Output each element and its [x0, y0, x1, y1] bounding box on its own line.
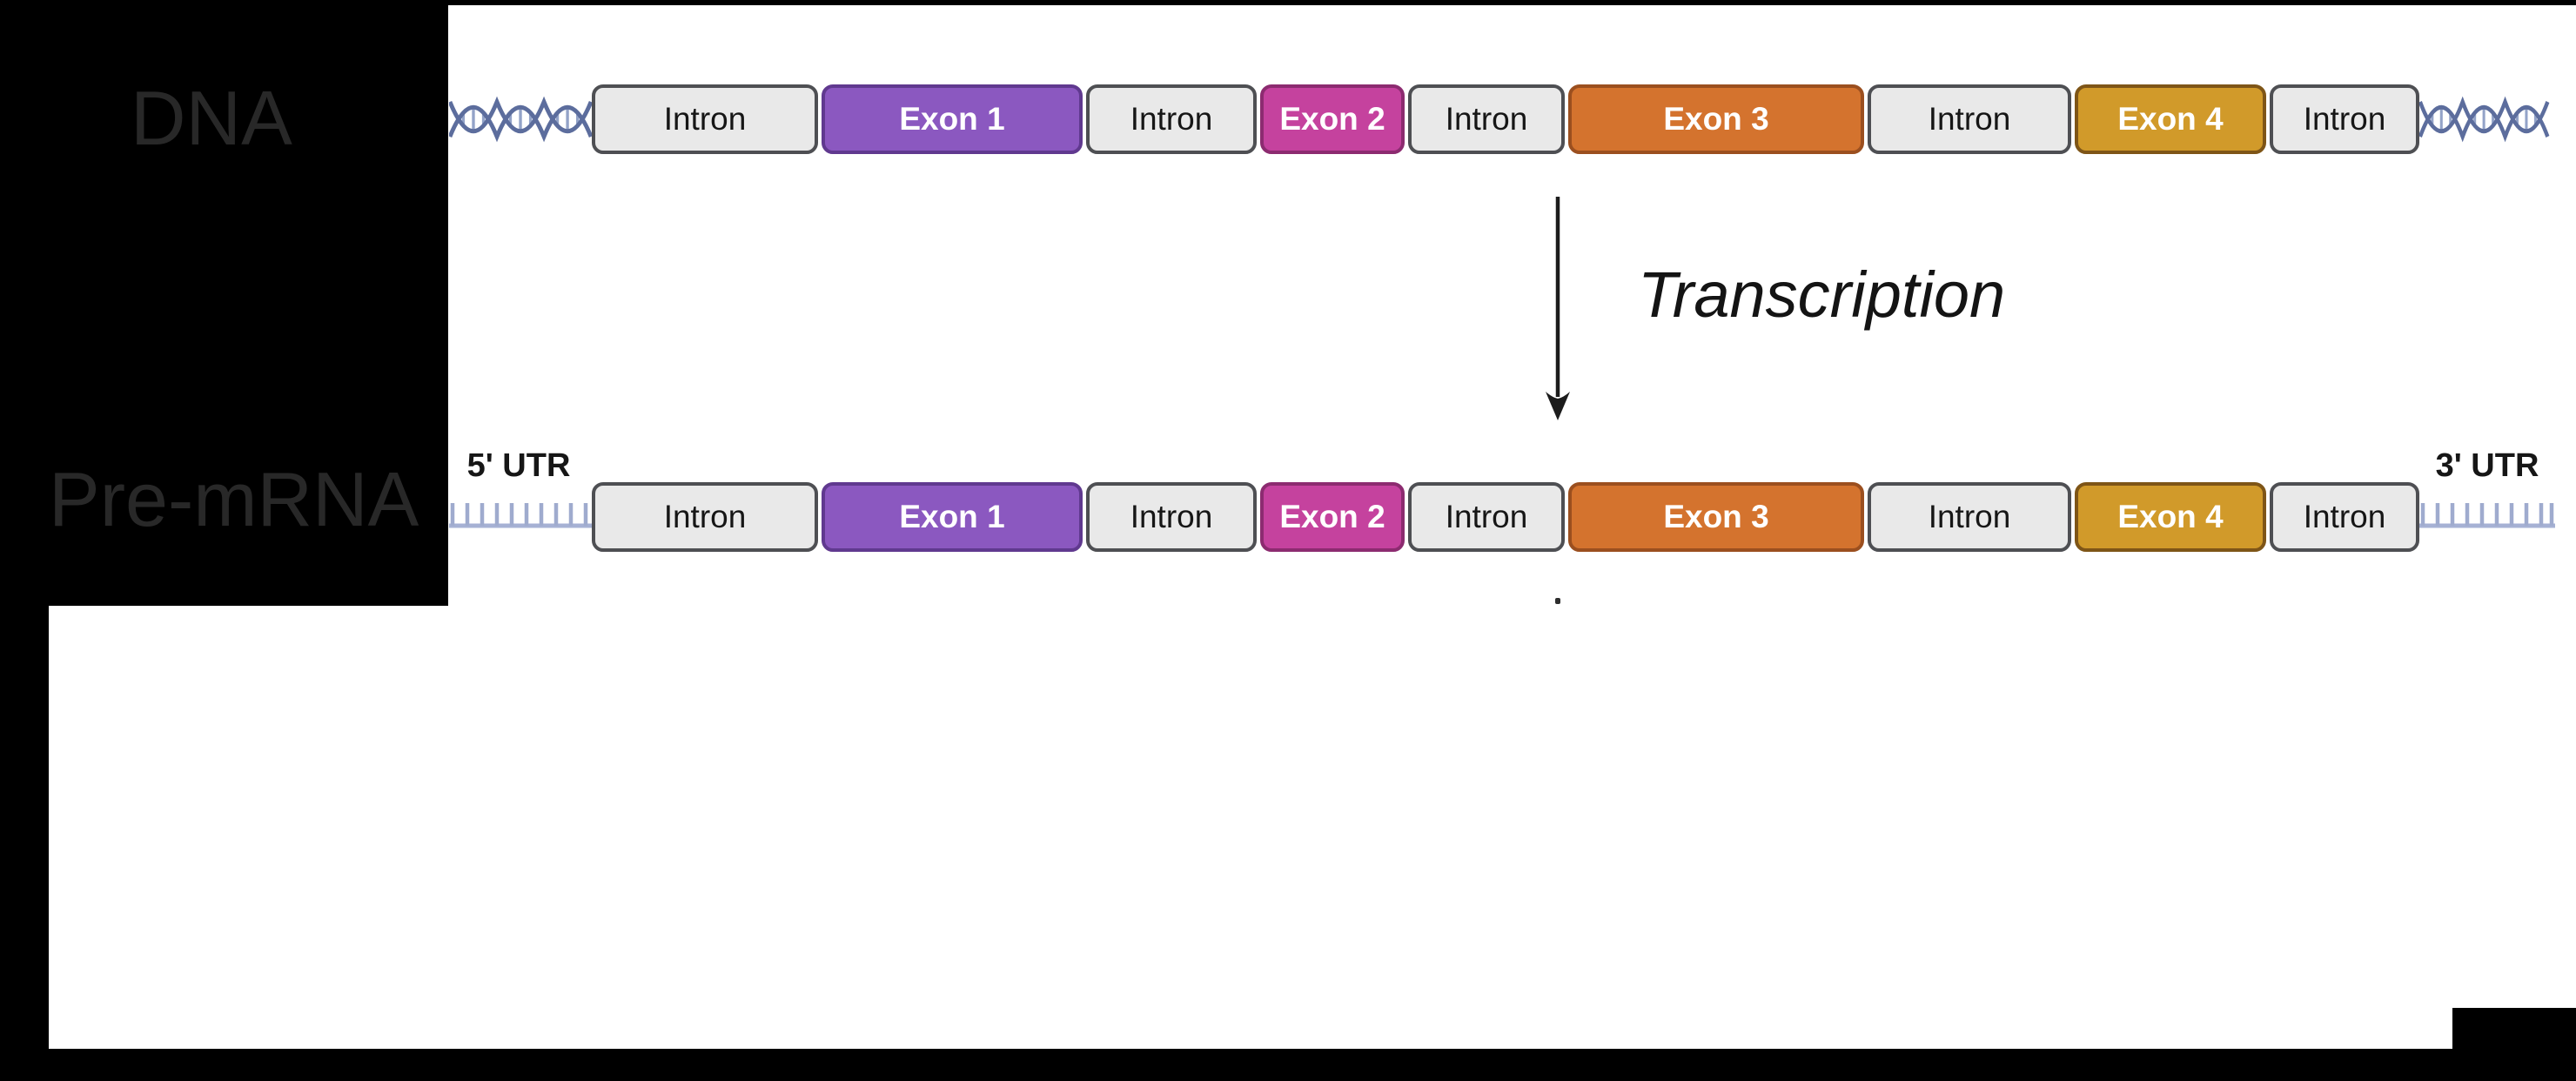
dna-helix-left-icon: [449, 96, 594, 143]
helix-strand: [2419, 105, 2550, 143]
intron-box: Intron: [1408, 482, 1565, 552]
segment-label: Exon 1: [899, 499, 1005, 534]
comb-ticks: [450, 503, 588, 526]
dna-helix-right-icon: [2419, 96, 2550, 143]
dna-row-label: DNA: [131, 75, 292, 161]
segment-label: Intron: [663, 101, 747, 137]
intron-box: Intron: [1868, 482, 2071, 552]
segment-label: Exon 2: [1279, 101, 1385, 137]
segment-label: Exon 1: [899, 101, 1005, 137]
segment-label: Exon 3: [1663, 101, 1769, 137]
segment-label: Exon 4: [2117, 101, 2224, 137]
helix-strand: [2419, 96, 2550, 133]
segment-label: Intron: [1130, 101, 1213, 137]
helix-strand: [449, 96, 594, 133]
transcription-arrow: [1546, 197, 1570, 420]
utr5-label: 5' UTR: [466, 447, 571, 484]
rna-comb-right-icon: [2419, 503, 2555, 528]
segment-label: Exon 4: [2117, 499, 2224, 534]
comb-ticks: [2420, 503, 2554, 526]
exon-box: Exon 4: [2075, 84, 2266, 154]
intron-box: Intron: [2270, 84, 2419, 154]
rna-comb-left-icon: [449, 503, 592, 528]
bottom-right-black-notch: [2452, 1008, 2576, 1081]
exon-box: Exon 1: [822, 482, 1083, 552]
exon-box: Exon 2: [1260, 84, 1405, 154]
intron-box: Intron: [1086, 84, 1257, 154]
intron-box: Intron: [2270, 482, 2419, 552]
exon-box: Exon 3: [1568, 482, 1864, 552]
segment-label: Intron: [1928, 101, 2011, 137]
dna-strand-row: Intron Exon 1 Intron Exon 2 Intron Exon 3 Intr…: [592, 84, 2419, 154]
exon-box: Exon 1: [822, 84, 1083, 154]
segment-label: Intron: [2303, 499, 2386, 534]
segment-label: Intron: [1445, 101, 1528, 137]
premrna-row-label: Pre-mRNA: [49, 456, 419, 542]
exon-box: Exon 2: [1260, 482, 1405, 552]
intron-box: Intron: [1408, 84, 1565, 154]
intron-box: Intron: [1086, 482, 1257, 552]
exon-box: Exon 4: [2075, 482, 2266, 552]
segment-label: Intron: [663, 499, 747, 534]
segment-label: Intron: [2303, 101, 2386, 137]
segment-label: Intron: [1928, 499, 2011, 534]
lower-blank-panel: [49, 606, 2576, 1049]
intron-box: Intron: [592, 482, 818, 552]
exon-box: Exon 3: [1568, 84, 1864, 154]
utr3-label: 3' UTR: [2435, 447, 2539, 484]
transcription-label: Transcription: [1638, 258, 2006, 331]
helix-strand: [449, 105, 594, 143]
segment-label: Intron: [1445, 499, 1528, 534]
covered-arrow-remnant-dot: [1555, 598, 1560, 604]
arrowhead: [1546, 392, 1570, 420]
intron-box: Intron: [592, 84, 818, 154]
segment-label: Intron: [1130, 499, 1213, 534]
segment-label: Exon 3: [1663, 499, 1769, 534]
segment-label: Exon 2: [1279, 499, 1385, 534]
premrna-strand-row: Intron Exon 1 Intron Exon 2 Intron Exon 3 Intr…: [592, 482, 2419, 552]
intron-box: Intron: [1868, 84, 2071, 154]
